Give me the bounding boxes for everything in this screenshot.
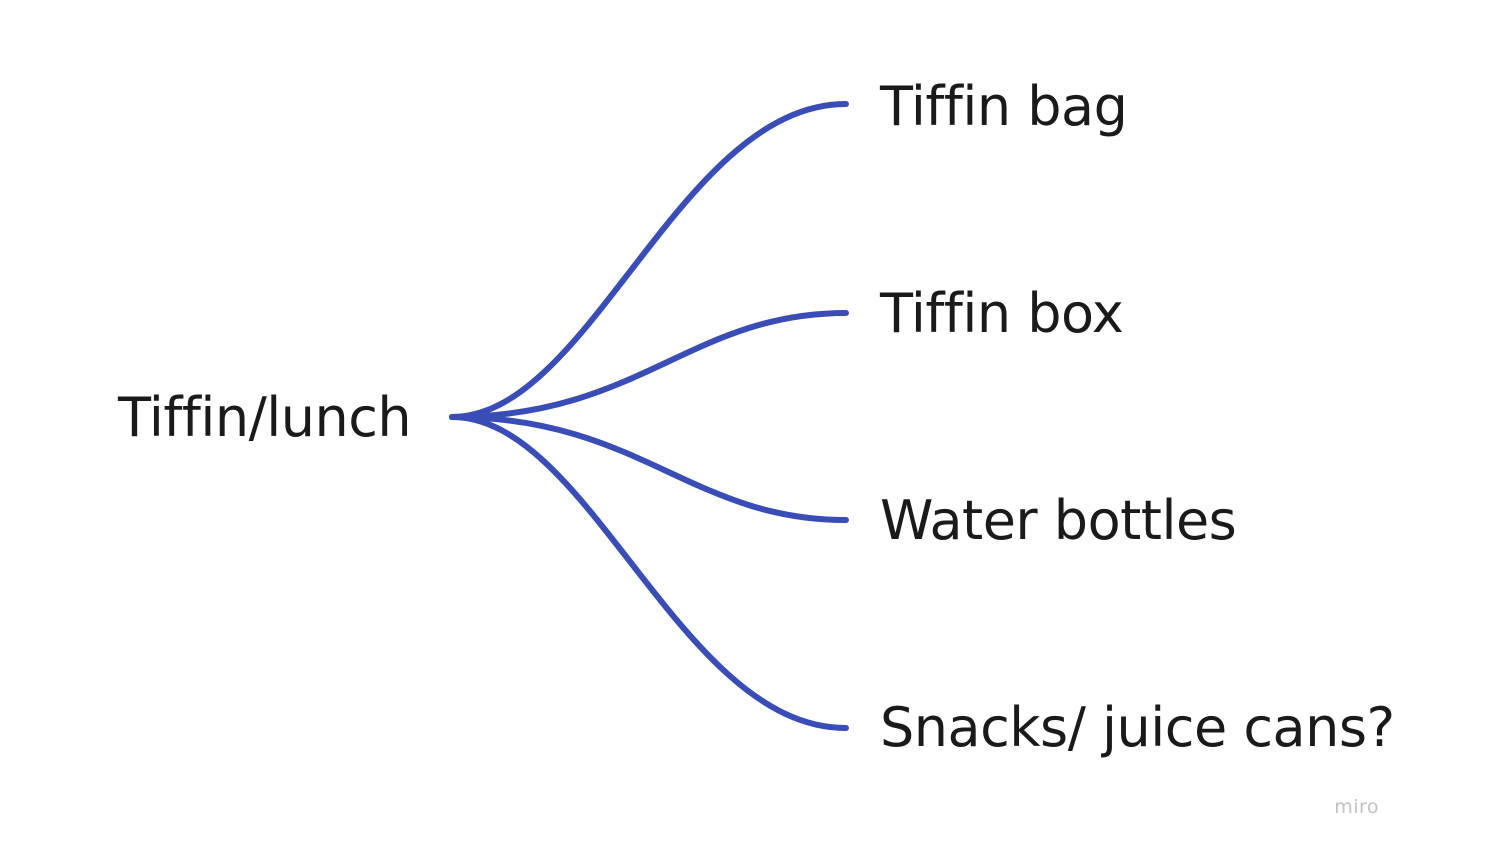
connector-tiffin-bag — [449, 101, 849, 420]
child-node-tiffin-bag[interactable]: Tiffin bag — [880, 75, 1128, 138]
connector-tiffin-box — [449, 310, 849, 420]
miro-watermark: miro — [1334, 796, 1379, 818]
root-node[interactable]: Tiffin/lunch — [118, 386, 412, 449]
connector-snacks — [449, 414, 849, 731]
child-node-tiffin-box[interactable]: Tiffin box — [880, 282, 1124, 345]
connector-water-bottles — [449, 414, 849, 523]
child-node-water-bottles[interactable]: Water bottles — [880, 489, 1237, 552]
child-node-snacks-juice-cans[interactable]: Snacks/ juice cans? — [880, 696, 1395, 759]
